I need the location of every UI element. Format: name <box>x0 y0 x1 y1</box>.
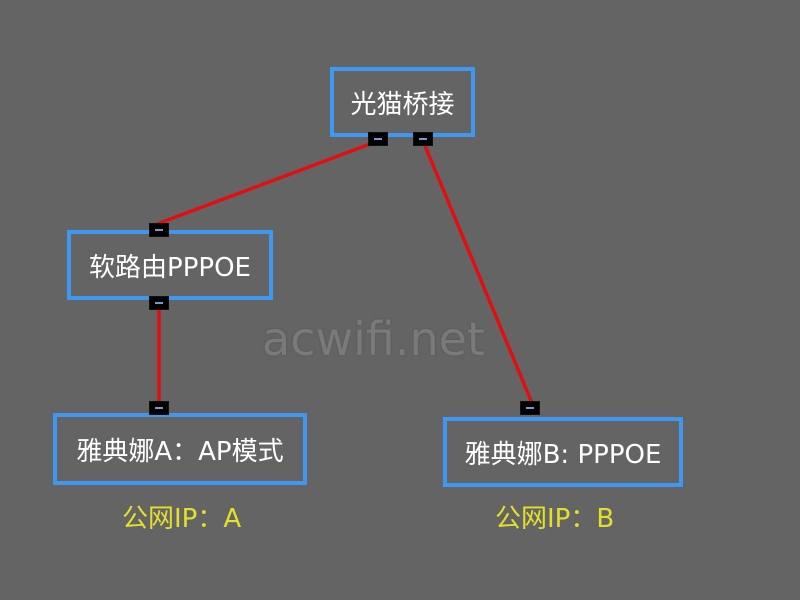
public-ip-a-caption: 公网IP：A <box>122 504 242 534</box>
modem-bridge-node: 光猫桥接 <box>330 67 475 137</box>
soft-router-port-top <box>149 223 169 237</box>
athena-b-node: 雅典娜B: PPPOE <box>443 417 683 487</box>
athena-a-port-top <box>149 401 169 415</box>
watermark-text: acwifi.net <box>262 312 485 366</box>
soft-router-node: 软路由PPPOE <box>67 230 273 300</box>
link-modem-to-athena-b <box>421 140 534 404</box>
modem-port-right <box>413 132 433 146</box>
modem-bridge-label: 光猫桥接 <box>350 89 455 120</box>
modem-port-left <box>368 132 388 146</box>
soft-router-port-bottom <box>149 296 169 310</box>
athena-b-label: 雅典娜B: PPPOE <box>464 439 662 470</box>
link-modem-to-soft-router <box>156 139 379 226</box>
athena-a-label: 雅典娜A：AP模式 <box>76 436 284 467</box>
soft-router-label: 软路由PPPOE <box>89 252 251 283</box>
athena-b-port-top <box>520 401 540 415</box>
public-ip-b-caption: 公网IP：B <box>495 504 615 534</box>
athena-a-node: 雅典娜A：AP模式 <box>53 413 307 485</box>
